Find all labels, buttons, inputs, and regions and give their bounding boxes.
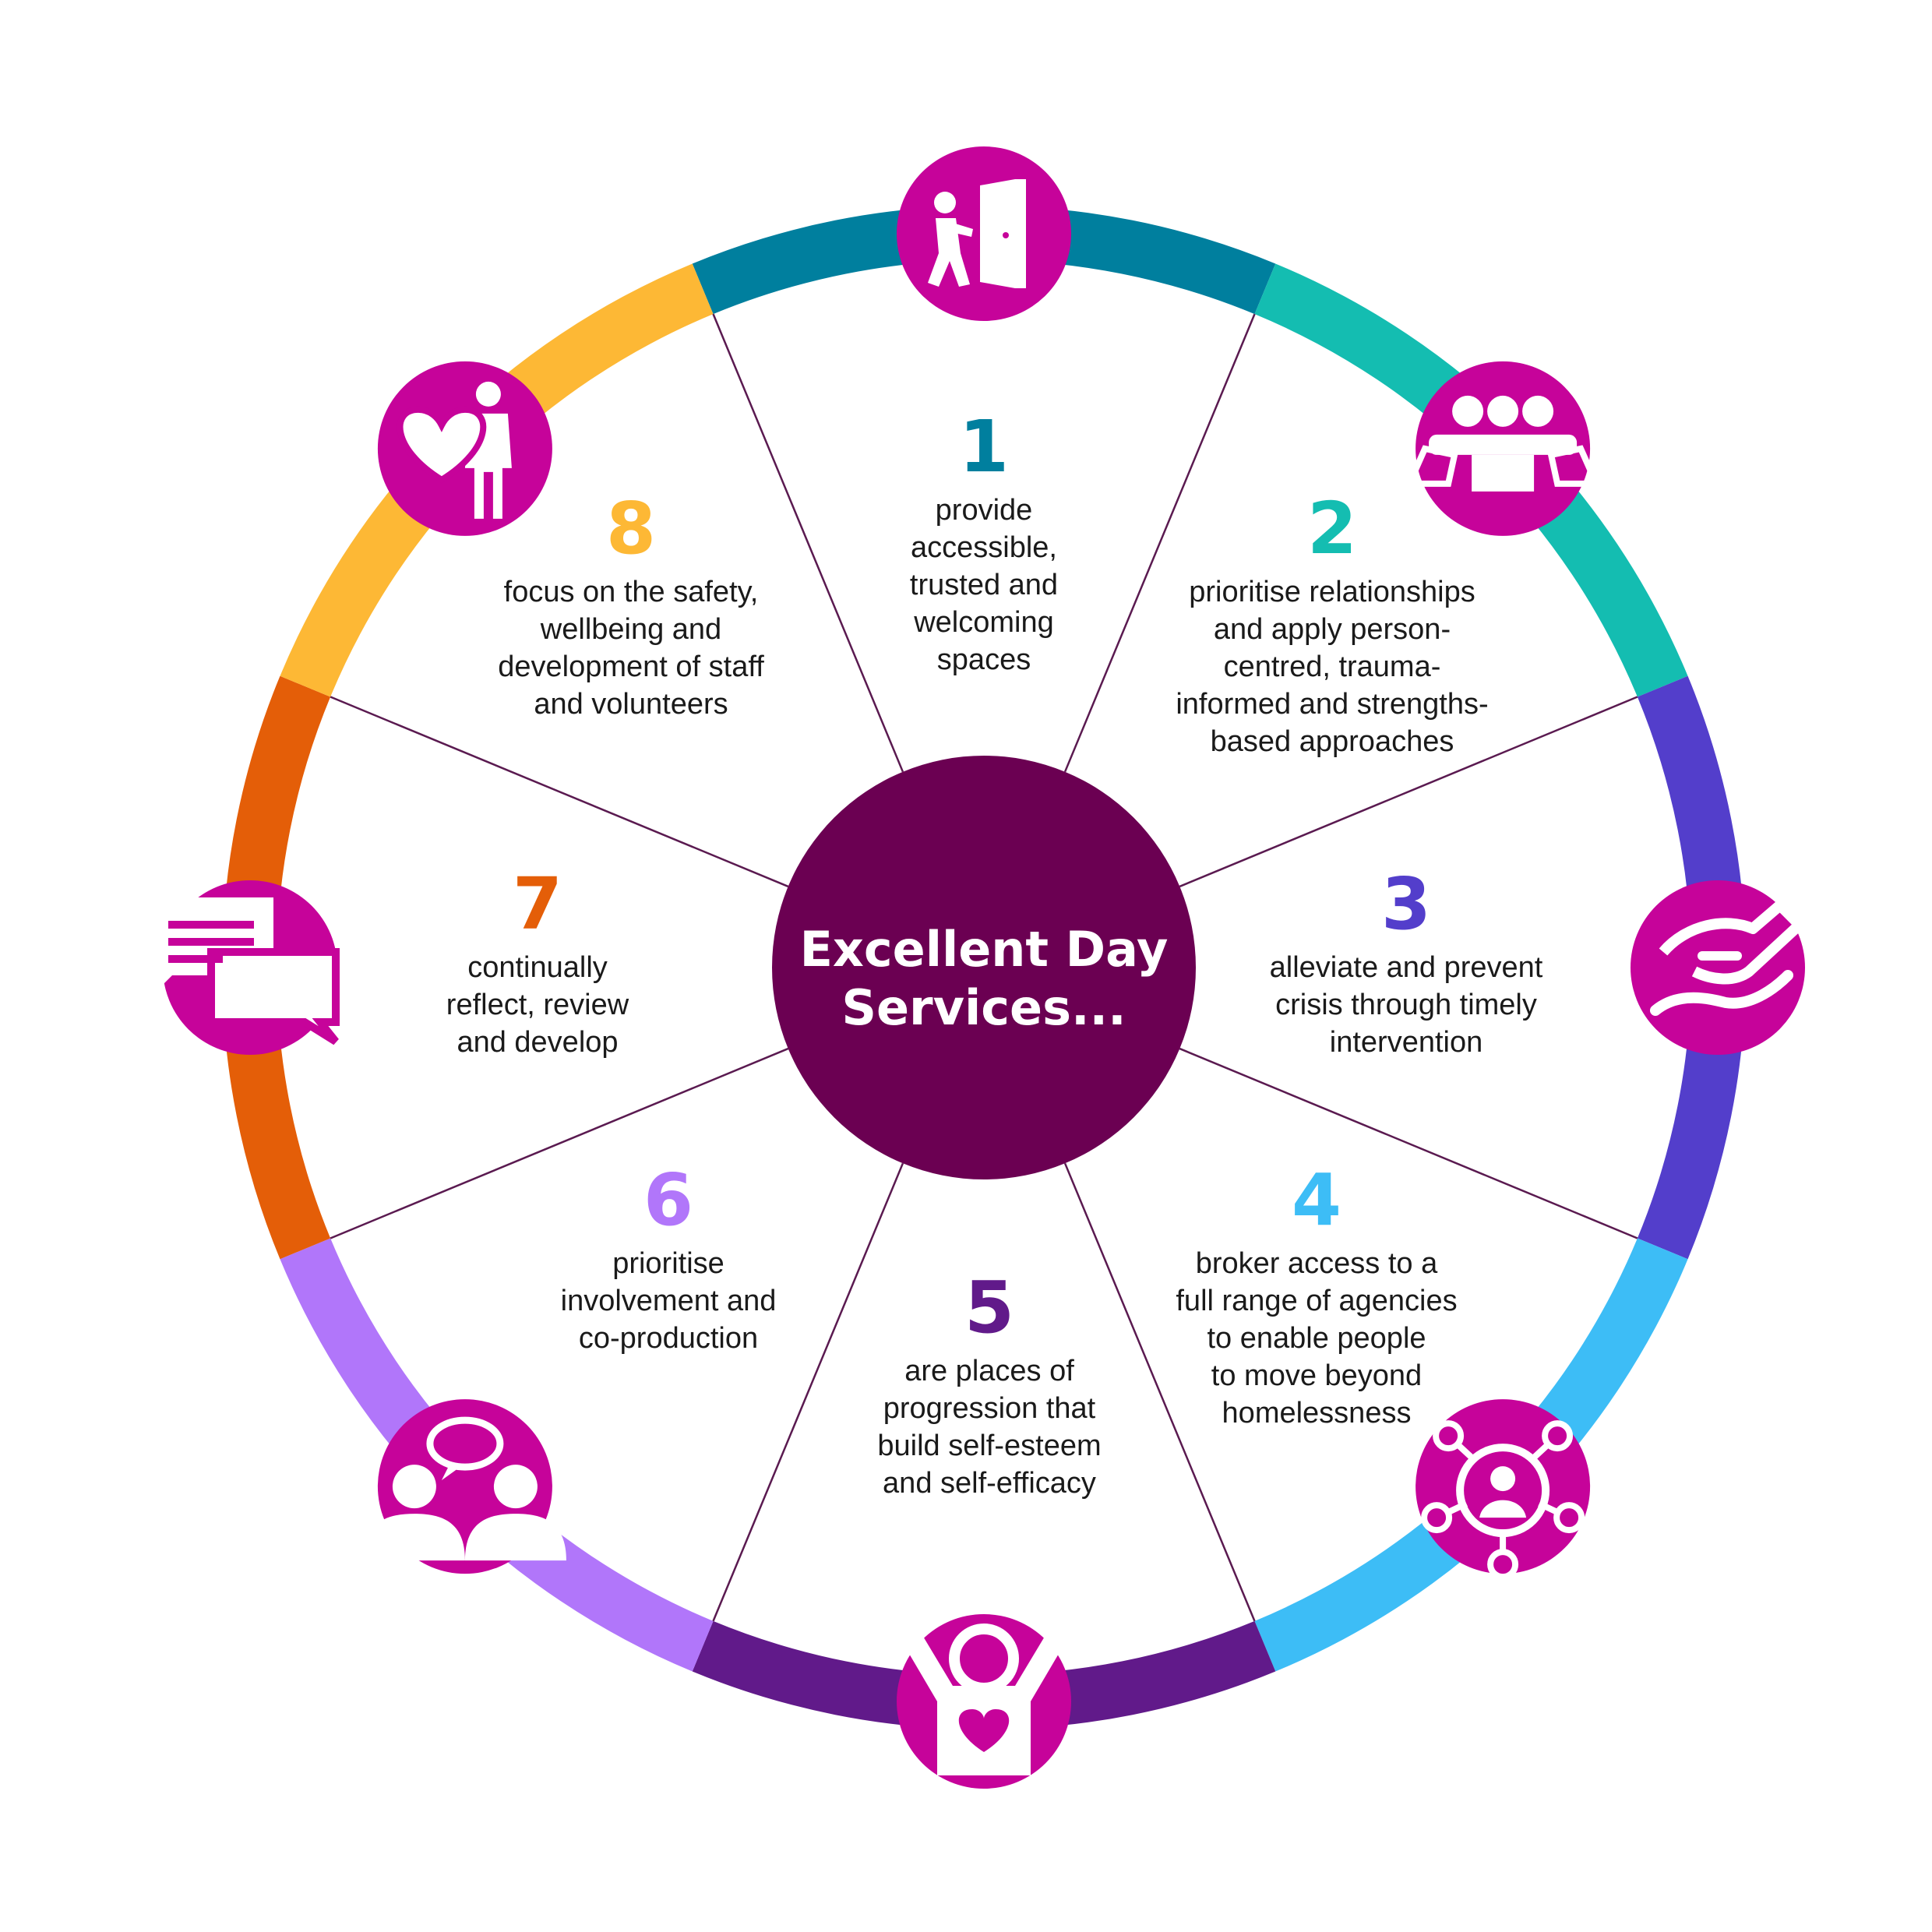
network-person-icon [1416, 1399, 1591, 1581]
segment-text-line: accessible, [911, 531, 1057, 564]
segment-text-line: to enable people [1207, 1322, 1426, 1355]
ring-segment-2 [1254, 263, 1688, 697]
center-hub: Excellent Day Services... [772, 756, 1196, 1179]
segment-label-5: 5 are places of progression that build self… [877, 1266, 1101, 1500]
spoke-line [330, 1047, 789, 1239]
segment-text-line: provide [936, 494, 1033, 527]
segment-text-line: trusted and [910, 569, 1058, 601]
segment-text-line: and develop [457, 1026, 618, 1059]
celebrating-person-heart-icon [897, 1614, 1071, 1789]
segment-text-line: broker access to a [1196, 1247, 1438, 1280]
segment-labels: 1 provide accessible, trusted and welcoming s… [446, 405, 1543, 1500]
segment-text-line: alleviate and prevent [1270, 951, 1543, 984]
spoke-line [1179, 696, 1638, 888]
center-title-line-2: Services... [841, 979, 1126, 1036]
person-entering-door-icon [897, 146, 1071, 321]
segment-text-line: co-production [579, 1322, 758, 1355]
segment-label-1: 1 provide accessible, trusted and welcoming s… [910, 405, 1058, 676]
spokes [330, 313, 1638, 1622]
segment-text-line: development of staff [498, 650, 764, 683]
segment-number: 8 [606, 487, 656, 570]
segment-text-line: prioritise [612, 1247, 724, 1280]
segment-number: 6 [643, 1158, 693, 1242]
segment-text-line: centred, trauma- [1224, 650, 1441, 683]
spoke-line [1063, 313, 1256, 773]
segment-label-8: 8 focus on the safety, wellbeing and develo… [498, 487, 764, 721]
spoke-line [330, 696, 789, 888]
segment-label-7: 7 continually reflect, review and develop [446, 862, 629, 1059]
ring-segment-6 [280, 1238, 714, 1672]
segment-text-line: are places of [904, 1355, 1074, 1387]
spoke-line [712, 1162, 904, 1622]
segment-text-line: prioritise relationships [1189, 576, 1475, 608]
segment-label-6: 6 prioritise involvement and co-production [561, 1158, 777, 1355]
person-with-heart-icon [377, 361, 552, 536]
helping-hands-icon [1631, 880, 1805, 1055]
segment-text-line: focus on the safety, [504, 576, 759, 608]
segment-text-line: informed and strengths- [1176, 688, 1488, 721]
ring-segment-8 [280, 263, 714, 697]
segment-label-4: 4 broker access to a full range of agencie… [1176, 1158, 1457, 1430]
segment-number: 1 [959, 405, 1009, 488]
segment-label-3: 3 alleviate and prevent crisis through tim… [1270, 862, 1543, 1059]
segment-text-line: intervention [1330, 1026, 1482, 1059]
segment-text-line: wellbeing and [540, 613, 721, 646]
spoke-line [1179, 1047, 1638, 1239]
segment-text-line: crisis through timely [1275, 989, 1537, 1021]
segment-text-line: build self-esteem [877, 1430, 1101, 1462]
two-people-conversation-icon [363, 1399, 566, 1574]
segment-text-line: welcoming [913, 606, 1054, 639]
segment-number: 3 [1381, 862, 1431, 946]
segment-number: 2 [1307, 487, 1357, 570]
segment-text-line: and volunteers [534, 688, 728, 721]
segment-text-line: and self-efficacy [883, 1467, 1096, 1500]
segment-number: 4 [1292, 1158, 1341, 1242]
icons [149, 146, 1805, 1789]
segment-text-line: reflect, review [446, 989, 629, 1021]
center-circle [772, 756, 1196, 1179]
segment-text-line: involvement and [561, 1285, 777, 1317]
segment-number: 7 [513, 862, 562, 946]
segment-label-2: 2 prioritise relationships and apply perso… [1176, 487, 1488, 758]
segment-text-line: progression that [883, 1392, 1096, 1425]
segment-text-line: based approaches [1211, 725, 1454, 758]
segment-text-line: spaces [937, 643, 1031, 676]
chat-bubbles-icon [149, 880, 340, 1055]
spoke-line [1063, 1162, 1256, 1622]
segment-text-line: continually [467, 951, 608, 984]
spoke-line [712, 313, 904, 773]
group-of-people-icon [1404, 361, 1602, 536]
center-title-line-1: Excellent Day [800, 921, 1169, 978]
segment-number: 5 [964, 1266, 1014, 1349]
segment-text-line: to move beyond [1211, 1359, 1422, 1392]
ring-segment-4 [1254, 1238, 1688, 1672]
segment-text-line: homelessness [1222, 1397, 1412, 1430]
segment-text-line: full range of agencies [1176, 1285, 1457, 1317]
segment-text-line: and apply person- [1214, 613, 1451, 646]
